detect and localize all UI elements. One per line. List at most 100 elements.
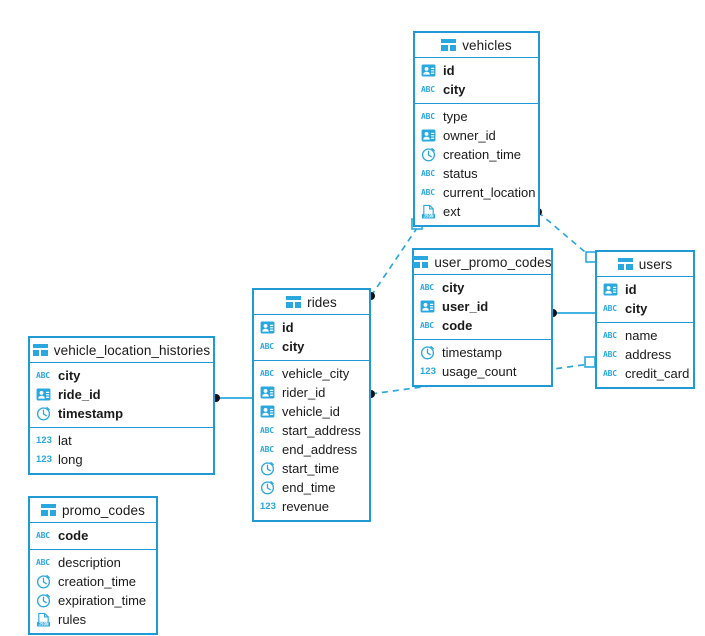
field-row-creation_time[interactable]: creation_time [30, 572, 156, 591]
field-name: usage_count [442, 364, 517, 379]
field-name: start_address [282, 423, 361, 438]
clock-icon [260, 480, 276, 495]
field-name: current_location [443, 185, 536, 200]
uuid-icon [420, 299, 436, 314]
field-name: rules [58, 612, 87, 627]
field-row-start_time[interactable]: start_time [254, 459, 369, 478]
abc-icon: ABC [421, 112, 435, 121]
abc-icon: ABC [260, 369, 274, 378]
field-row-type[interactable]: ABC type [415, 107, 538, 126]
table-header-vehicle_location_histories[interactable]: vehicle_location_histories [30, 338, 213, 363]
field-name: end_time [282, 480, 336, 495]
field-name: ext [443, 204, 461, 219]
field-row-vehicle_city[interactable]: ABC vehicle_city [254, 364, 369, 383]
field-row-expiration_time[interactable]: expiration_time [30, 591, 156, 610]
clock-icon [36, 406, 52, 421]
field-row-timestamp[interactable]: timestamp [414, 343, 551, 362]
json-icon: JSON [36, 612, 52, 627]
field-name: start_time [282, 461, 340, 476]
field-name: city [443, 82, 466, 97]
relationship-user_promo_codes-users[interactable] [549, 309, 595, 317]
table-title: promo_codes [62, 502, 145, 518]
abc-icon: ABC [603, 369, 617, 378]
table-header-user_promo_codes[interactable]: user_promo_codes [413, 250, 551, 275]
table-header-users[interactable]: users [597, 252, 693, 277]
field-row-ride_id[interactable]: ride_id [30, 385, 213, 404]
uuid-icon [36, 387, 52, 402]
uuid-icon [260, 320, 276, 335]
field-name: city [625, 301, 648, 316]
field-name: address [625, 347, 672, 362]
field-row-rules[interactable]: JSON rules [30, 610, 156, 629]
clock-icon [420, 345, 436, 360]
abc-icon: ABC [36, 558, 50, 567]
field-row-id[interactable]: id [415, 61, 538, 80]
clock-icon [36, 593, 52, 608]
field-row-owner_id[interactable]: owner_id [415, 126, 538, 145]
field-row-current_location[interactable]: ABC current_location [415, 183, 538, 202]
field-row-timestamp[interactable]: timestamp [30, 404, 213, 423]
field-row-user_id[interactable]: user_id [414, 297, 551, 316]
field-name: vehicle_city [282, 366, 350, 381]
abc-icon: ABC [603, 350, 617, 359]
field-row-vehicle_id[interactable]: vehicle_id [254, 402, 369, 421]
number-icon: 123 [36, 454, 52, 465]
relationship-vehicle_location_histories-rides[interactable] [212, 394, 252, 402]
uuid-icon [603, 282, 619, 297]
table-grid-icon [41, 504, 57, 516]
field-name: timestamp [58, 406, 124, 421]
number-icon: 123 [36, 435, 52, 446]
field-name: code [442, 318, 473, 333]
relationship-line [370, 227, 418, 297]
field-row-id[interactable]: id [254, 318, 369, 337]
abc-icon: ABC [420, 283, 434, 292]
field-name: ride_id [58, 387, 101, 402]
field-name: rider_id [282, 385, 326, 400]
clock-icon [260, 461, 276, 476]
table-header-vehicles[interactable]: vehicles [415, 33, 538, 58]
uuid-icon [421, 63, 437, 78]
field-row-rider_id[interactable]: rider_id [254, 383, 369, 402]
field-name: type [443, 109, 468, 124]
table-header-rides[interactable]: rides [254, 290, 369, 315]
table-title: vehicles [462, 37, 512, 53]
field-row-address[interactable]: ABC address [597, 345, 693, 364]
table-header-promo_codes[interactable]: promo_codes [30, 498, 156, 523]
abc-icon: ABC [421, 188, 435, 197]
field-row-end_time[interactable]: end_time [254, 478, 369, 497]
field-name: creation_time [443, 147, 522, 162]
field-row-creation_time[interactable]: creation_time [415, 145, 538, 164]
field-row-id[interactable]: id [597, 280, 693, 299]
